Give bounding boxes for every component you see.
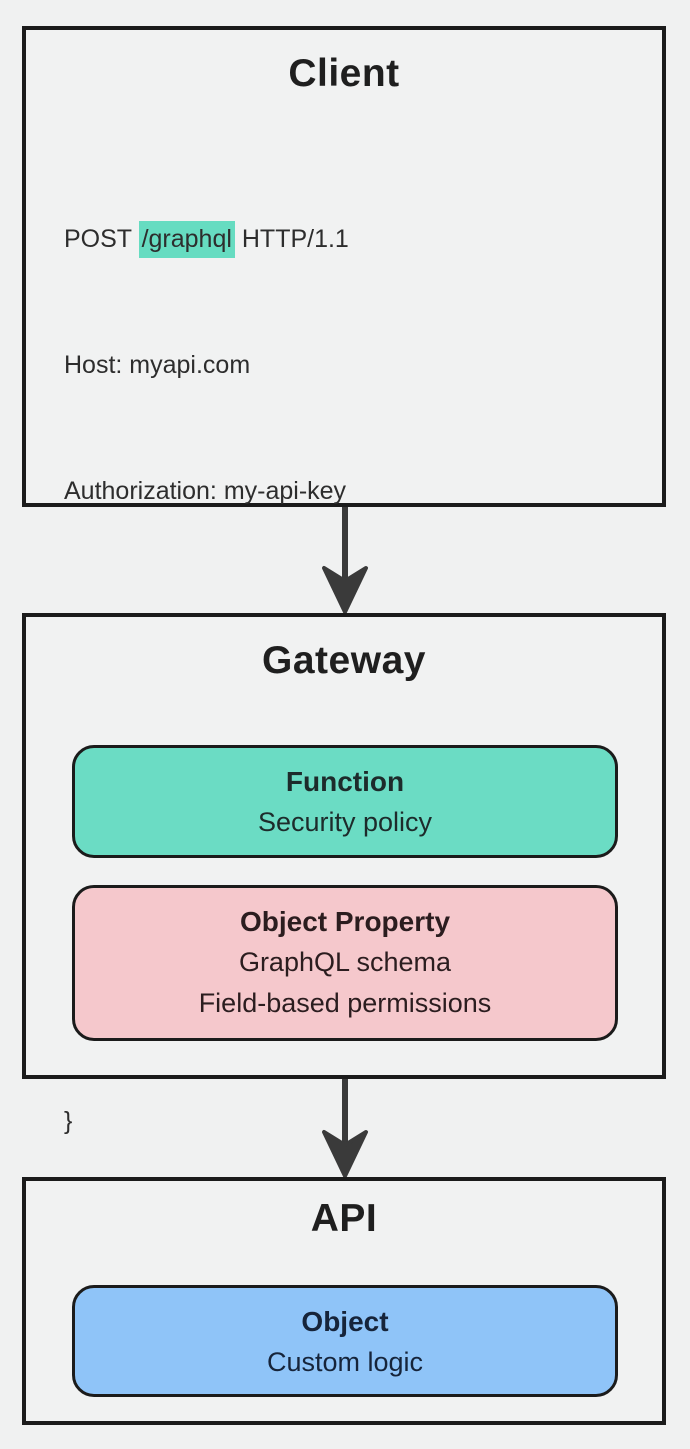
function-box: Function Security policy: [72, 745, 618, 858]
request-line-host: Host: myapi.com: [64, 351, 251, 379]
client-node: Client POST /graphql HTTP/1.1 Host: myap…: [22, 26, 666, 1135]
json-close-brace: }: [64, 1107, 73, 1135]
object-property-box-line2: Field-based permissions: [198, 988, 492, 1018]
request-line-post: POST /graphql HTTP/1.1: [64, 218, 547, 260]
arrow-down-icon: [321, 1079, 369, 1178]
arrow-down-icon: [321, 507, 369, 614]
gateway-title: Gateway: [262, 639, 426, 682]
api-node: API Object Custom logic: [22, 1177, 666, 1425]
gateway-node: Gateway Function Security policy Object …: [22, 613, 666, 1079]
graphql-path-highlight: /graphql: [138, 221, 235, 258]
object-property-box: Object Property GraphQL schema Field-bas…: [72, 885, 618, 1041]
object-property-box-title: Object Property: [239, 906, 451, 937]
object-box: Object Custom logic: [72, 1285, 618, 1397]
function-box-subtitle: Security policy: [257, 807, 433, 837]
api-title: API: [310, 1197, 378, 1240]
object-box-subtitle: Custom logic: [266, 1347, 424, 1377]
request-line1-pre: POST: [64, 225, 139, 253]
request-line1-post: HTTP/1.1: [234, 225, 349, 253]
object-box-title: Object: [301, 1306, 389, 1337]
request-line-authorization: Authorization: my-api-key: [64, 477, 347, 505]
client-title: Client: [288, 52, 400, 95]
object-property-box-line1: GraphQL schema: [238, 947, 452, 977]
function-box-title: Function: [285, 766, 405, 797]
